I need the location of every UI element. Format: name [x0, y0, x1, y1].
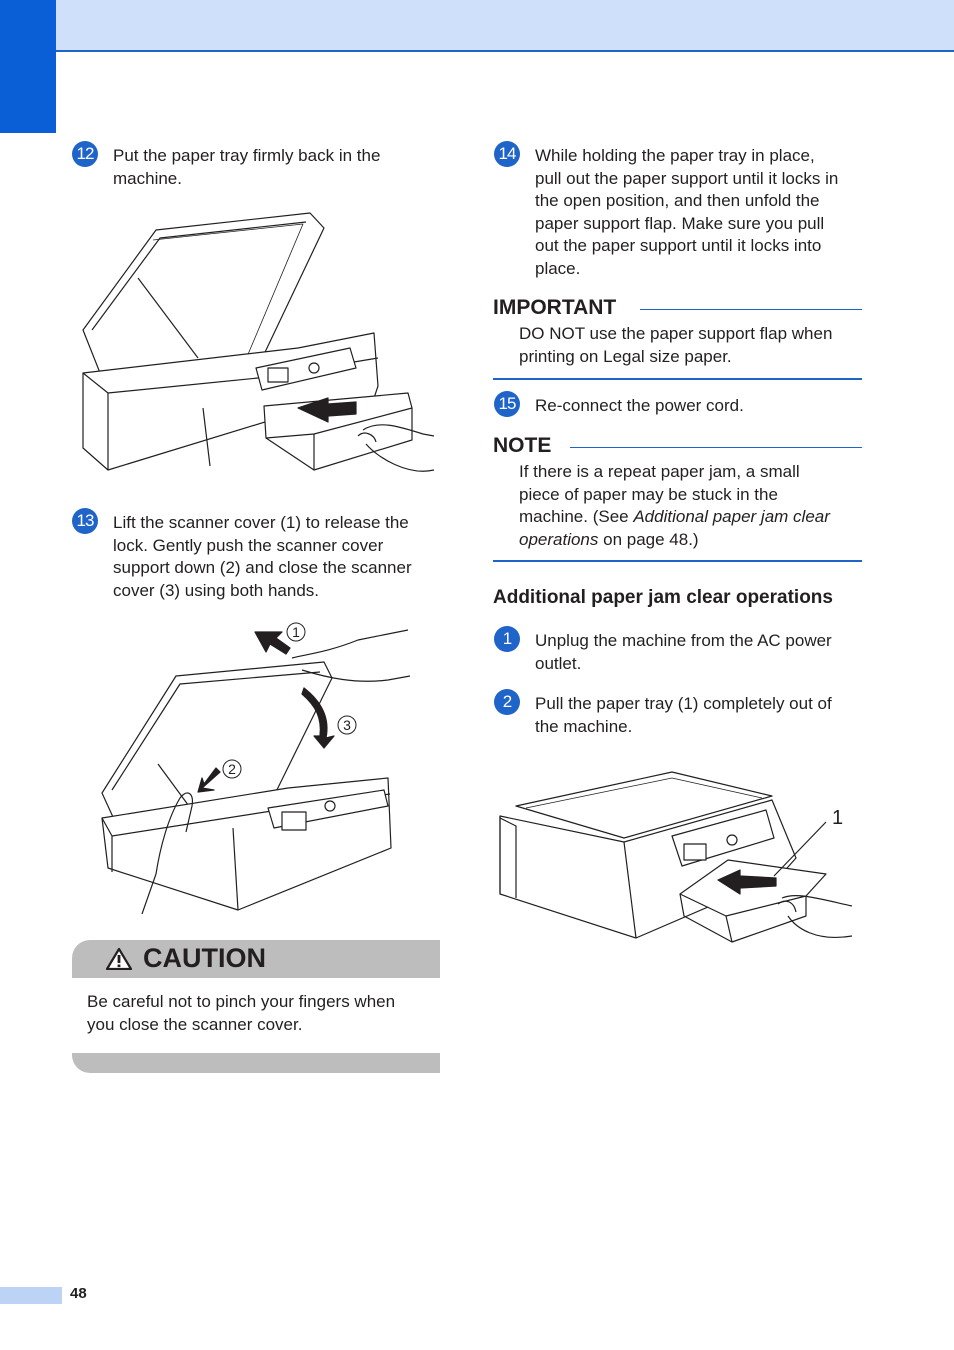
caution-text: Be careful not to pinch your fingers whe… — [87, 992, 396, 1034]
warning-triangle-icon — [106, 948, 132, 970]
callout-1: 1 — [292, 624, 300, 640]
callout-1: 1 — [832, 807, 843, 829]
important-bottom-rule — [493, 378, 862, 380]
callout-2: 2 — [228, 761, 236, 777]
step-number-badge: 1 — [494, 626, 520, 652]
caution-footer — [72, 1053, 440, 1073]
step-number-badge: 13 — [72, 508, 98, 534]
cross-reference-link[interactable]: operations — [519, 529, 599, 549]
caution-label: CAUTION — [143, 943, 266, 973]
note-label: NOTE — [493, 434, 552, 457]
section-title: Additional paper jam clear operations — [493, 587, 833, 608]
caution-header: CAUTION — [72, 940, 440, 978]
chapter-tab — [0, 0, 56, 133]
step-number-badge: 12 — [72, 141, 98, 167]
step-text: Lift the scanner cover (1) to release th… — [113, 513, 412, 600]
header-band — [0, 0, 954, 52]
step-text: Unplug the machine from the AC power out… — [535, 631, 832, 673]
callout-3: 3 — [343, 717, 351, 733]
step-number-badge: 15 — [494, 391, 520, 417]
scanner-cover-close-figure: 1 3 2 — [98, 618, 416, 914]
step-text: Re-connect the power cord. — [535, 396, 744, 415]
step-number-badge: 2 — [494, 689, 520, 715]
note-bottom-rule — [493, 560, 862, 562]
note-rule — [570, 447, 862, 448]
important-rule — [640, 309, 862, 310]
step-text: While holding the paper tray in place, p… — [535, 146, 839, 278]
printer-tray-insert-figure — [78, 208, 440, 480]
page-number-band — [0, 1287, 62, 1304]
step-text: Put the paper tray firmly back in the ma… — [113, 146, 381, 188]
cross-reference-link[interactable]: Additional paper jam clear — [633, 507, 830, 526]
printer-tray-pull-figure: 1 — [496, 766, 858, 950]
step-text: Pull the paper tray (1) completely out o… — [535, 694, 832, 736]
step-number-badge: 14 — [494, 141, 520, 167]
note-text: If there is a repeat paper jam, a small … — [519, 462, 830, 549]
page-number: 48 — [70, 1285, 87, 1302]
important-text: DO NOT use the paper support flap when p… — [519, 324, 833, 366]
important-label: IMPORTANT — [493, 296, 617, 319]
